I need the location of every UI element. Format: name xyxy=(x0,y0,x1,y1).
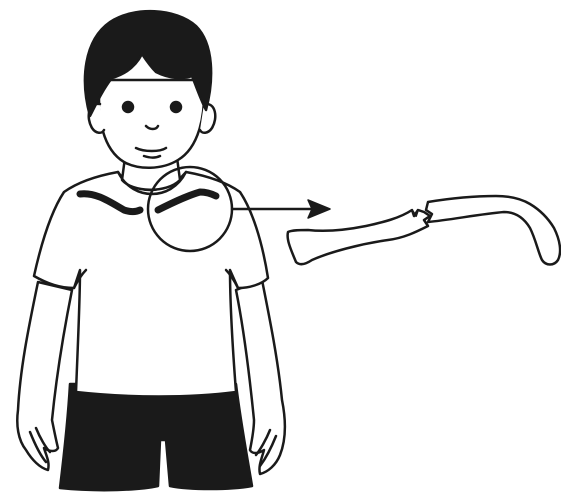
arrow-head xyxy=(308,200,330,218)
bone-fragment-right xyxy=(426,196,560,265)
fractured-clavicle-bone xyxy=(288,196,560,265)
face xyxy=(99,80,204,168)
shorts xyxy=(60,384,252,490)
left-eye xyxy=(123,102,133,112)
boy-figure xyxy=(17,11,285,490)
left-arm xyxy=(17,282,72,470)
right-eye xyxy=(171,102,181,112)
